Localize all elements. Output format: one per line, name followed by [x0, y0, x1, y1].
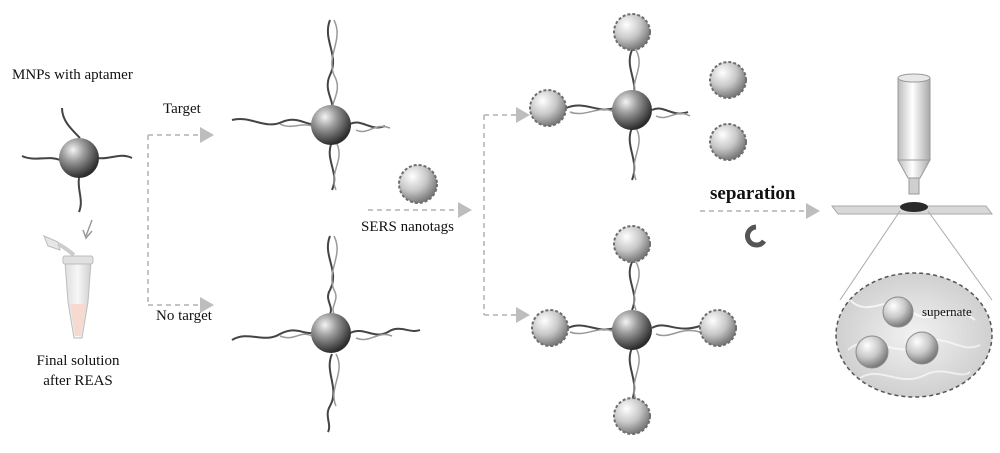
sers-nanotags-label: SERS nanotags — [361, 219, 454, 235]
pipette-and-tube — [43, 235, 94, 339]
zoom-ellipse — [835, 272, 993, 398]
target-label: Target — [163, 101, 201, 117]
no-target-label: No target — [156, 308, 212, 324]
mnp-no-target — [231, 235, 421, 433]
magnet-icon — [745, 224, 767, 248]
complex-target-top — [529, 13, 747, 181]
final-solution-label-line1: Final solution — [36, 353, 120, 369]
separation-label: separation — [710, 183, 796, 204]
complex-no-target-bottom — [531, 225, 737, 435]
raman-probe — [897, 73, 931, 195]
branch-arrows-left — [147, 127, 214, 313]
substrate-slide — [831, 202, 993, 301]
mnp-with-aptamer-left — [21, 107, 133, 240]
mnps-with-aptamer-label: MNPs with aptamer — [12, 67, 133, 83]
final-solution-label-line2: after REAS — [43, 373, 113, 389]
sers-nanotag-free — [398, 164, 438, 204]
supernate-label: supernate — [922, 304, 972, 319]
mnp-target-bound — [231, 19, 391, 191]
middle-arrow — [368, 107, 530, 323]
